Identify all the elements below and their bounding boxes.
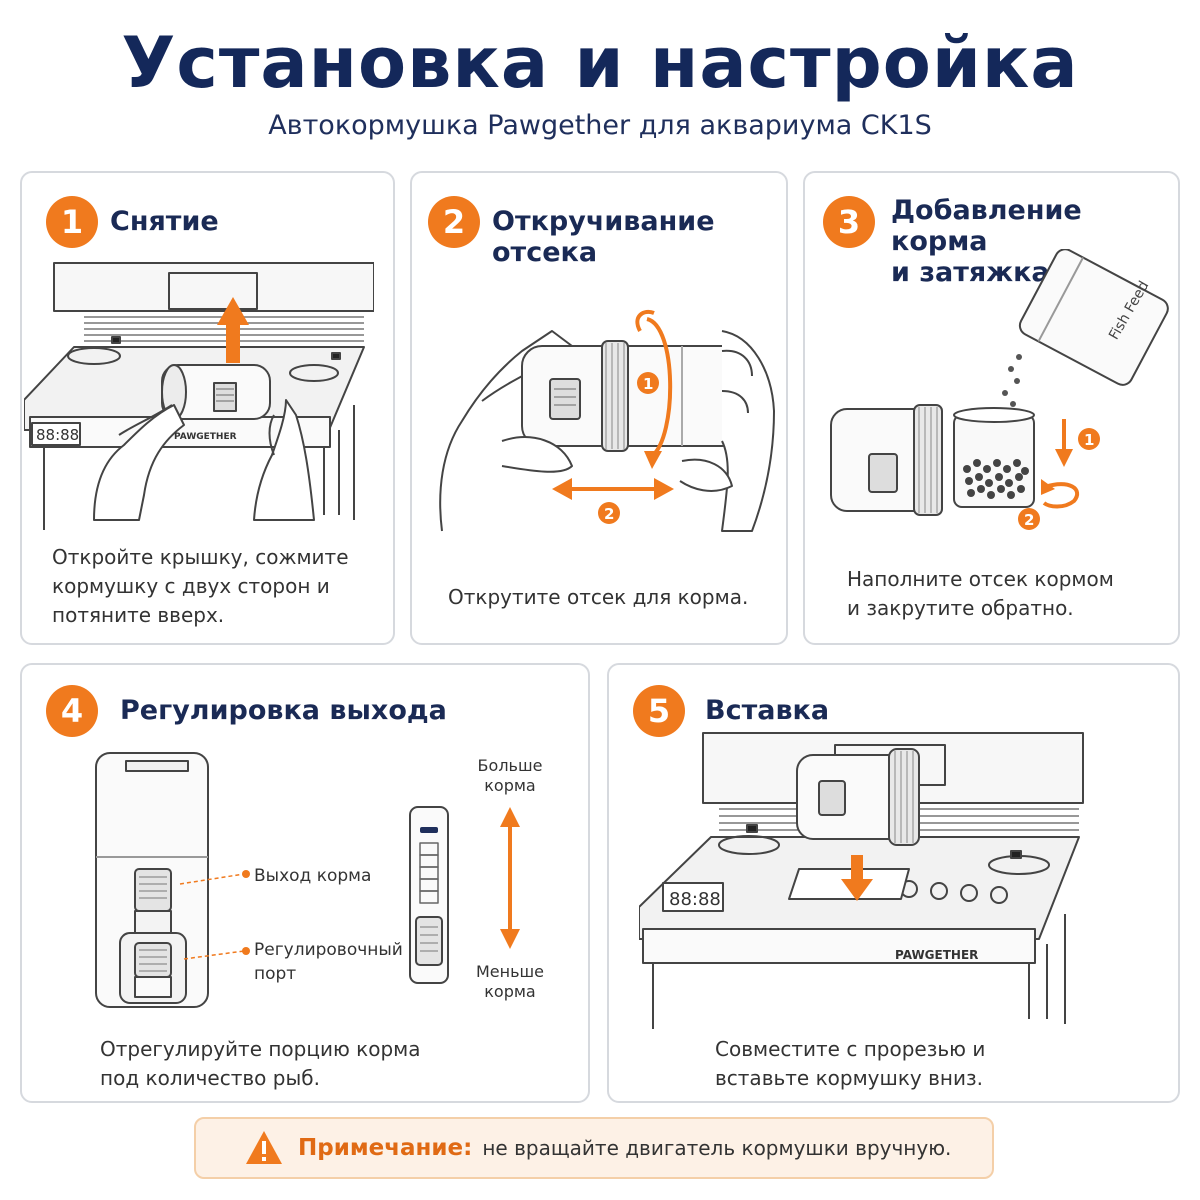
step-number-badge: 4 [46,685,98,737]
less-food-label: Меньше [476,962,544,981]
step-caption: Откройте крышку, сожмите кормушку с двух… [52,545,349,627]
more-food-label: корма [484,776,535,795]
display-readout: 88:88 [36,426,79,444]
step-card-1: 1 Снятие [20,171,395,645]
arrow-marker: 2 [1024,511,1034,529]
warning-triangle-icon [246,1131,282,1164]
step-card-5: 5 Вставка [607,663,1180,1103]
brand-label: PAWGETHER [895,948,978,962]
step-caption: Наполните отсек кормом и закрутите обрат… [847,567,1114,620]
arrow-marker: 2 [604,505,614,523]
food-pellets [963,459,1029,499]
note-text: не вращайте двигатель кормушки вручную. [482,1136,952,1160]
step-number-badge: 5 [633,685,685,737]
outlet-label: Выход корма [254,866,371,886]
twist-arrow-icon: 2 [1018,479,1080,530]
step-number-badge: 1 [46,196,98,248]
step-caption: Открутите отсек для корма. [448,585,749,609]
note-label: Примечание: [298,1135,473,1161]
outlet-adjust-illustration: Выход корма Регулировочный порт Больше к… [95,752,544,1008]
less-food-label: корма [484,982,535,1001]
step-title: Добавление корма и затяжка [891,195,1082,288]
lift-up-arrow-icon [217,297,249,363]
arrow-marker: 1 [1084,431,1094,449]
step-title: Снятие [110,206,219,237]
pull-apart-arrow-icon: 2 [552,478,674,524]
page-title: Установка и настройка [121,22,1079,104]
step-number-badge: 2 [428,196,480,248]
step-number-badge: 3 [823,196,875,248]
insert-illustration: 88:88 PAWGETHER [639,732,1084,1029]
page-subtitle: Автокормушка Pawgether для аквариума CK1… [268,110,932,141]
removal-illustration: PAWGETHER 88:88 [24,262,374,530]
brand-label: PAWGETHER [174,432,237,442]
step-title: Вставка [705,695,830,726]
more-food-label: Больше [478,756,543,775]
unscrew-illustration: 1 2 [439,310,775,532]
warning-note: Примечание: не вращайте двигатель кормуш… [194,1117,994,1179]
display-readout: 88:88 [669,889,721,910]
more-less-arrow-icon [500,807,520,949]
step-title: Откручивание отсека [492,206,715,268]
step-card-4: 4 Регулировка выхода [20,663,590,1103]
step-card-3: 3 Добавление корма и затяжка [803,171,1180,645]
step-title: Регулировка выхода [120,695,447,726]
pour-down-arrow-icon: 1 [1055,419,1100,467]
step-caption: Совместите с прорезью и вставьте кормушк… [715,1037,986,1090]
refill-illustration: Fish Feed 1 2 [830,249,1169,530]
port-label-line: Регулировочный [254,940,403,960]
rotate-arrow-icon: 1 [635,310,673,469]
insert-down-arrow-icon [841,855,873,901]
step-card-2: 2 Откручивание отсека [410,171,788,645]
port-label-line: порт [254,964,296,984]
step-caption: Отрегулируйте порцию корма под количеств… [100,1037,421,1090]
arrow-marker: 1 [643,375,653,393]
